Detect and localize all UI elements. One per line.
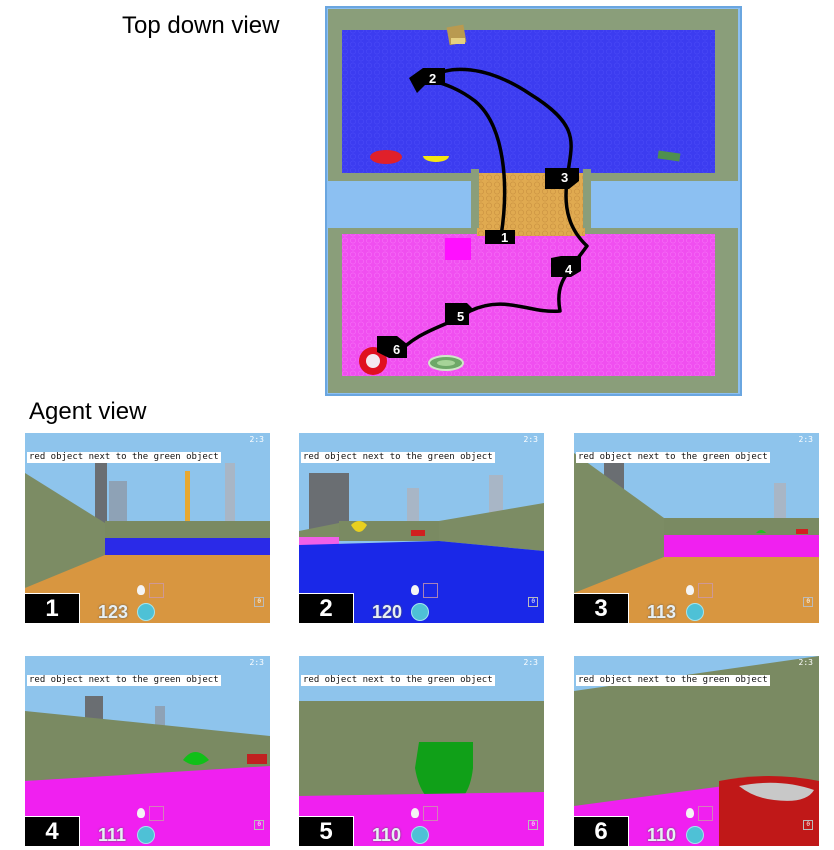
waypoint-6-label: 6	[393, 342, 400, 357]
top-down-map: 1 2 3 4 5 6	[325, 6, 742, 396]
scene-1	[25, 433, 270, 623]
top-down-view-title: Top down view	[122, 12, 280, 39]
score-orb-icon	[137, 603, 155, 621]
score-orb-icon	[686, 826, 704, 844]
waypoint-4-label: 4	[565, 262, 573, 277]
inventory-icon	[149, 806, 164, 821]
score: 110	[372, 825, 402, 845]
instruction-text: red object next to the green object	[301, 452, 495, 463]
reward-counter: 0	[803, 597, 813, 607]
inventory-icon	[423, 806, 438, 821]
waypoint-3-label: 3	[561, 170, 568, 185]
instruction-text: red object next to the green object	[301, 675, 495, 686]
scene-4	[25, 656, 270, 846]
agent-view-panel-3: red object next to the green object 2:3 …	[574, 433, 819, 623]
agent-view-panel-4: red object next to the green object 2:3 …	[25, 656, 270, 846]
waypoint-2: 2	[409, 68, 445, 93]
agent-view-panel-6: red object next to the green object 2:3 …	[574, 656, 819, 846]
score-orb-icon	[411, 603, 429, 621]
score: 110	[647, 825, 677, 845]
inventory-icon	[149, 583, 164, 598]
reward-counter: 0	[528, 820, 538, 830]
panel-number: 4	[25, 816, 80, 846]
reward-counter: 0	[254, 597, 264, 607]
agent-view-title: Agent view	[29, 398, 147, 425]
score: 113	[647, 602, 677, 622]
waypoint-3: 3	[545, 168, 579, 189]
panel-number: 2	[299, 593, 354, 623]
waypoint-4: 4	[551, 256, 581, 277]
agent-view-panel-1: red object next to the green object 2:3 …	[25, 433, 270, 623]
timer: 2:3	[523, 658, 538, 667]
agent-view-panel-2: red object next to the green object 2:3 …	[299, 433, 544, 623]
instruction-text: red object next to the green object	[27, 452, 221, 463]
waypoint-markers: 1 2 3 4 5 6	[377, 68, 581, 358]
yellow-half-object	[423, 156, 449, 162]
panel-number: 1	[25, 593, 80, 623]
score-orb-icon	[686, 603, 704, 621]
inventory-icon	[698, 806, 713, 821]
waypoint-5-label: 5	[457, 309, 464, 324]
green-plate-object	[657, 150, 681, 162]
magenta-block-object	[445, 238, 471, 260]
reward-counter: 0	[528, 597, 538, 607]
score: 123	[98, 602, 129, 622]
instruction-text: red object next to the green object	[576, 675, 770, 686]
waypoint-5: 5	[445, 303, 475, 325]
waypoint-1-label: 1	[501, 230, 508, 245]
timer: 2:3	[798, 435, 813, 444]
waypoint-1: 1	[485, 230, 515, 245]
hand-icon	[137, 585, 145, 595]
agent-view-panel-5: red object next to the green object 2:3 …	[299, 656, 544, 846]
scene-3	[574, 433, 819, 623]
hand-icon	[686, 808, 694, 818]
scene-2	[299, 433, 544, 623]
hand-icon	[137, 808, 145, 818]
score: 111	[98, 825, 127, 845]
scene-6	[574, 656, 819, 846]
reward-counter: 0	[803, 820, 813, 830]
blue-room-floor	[342, 30, 715, 173]
timer: 2:3	[249, 658, 264, 667]
reward-counter: 0	[254, 820, 264, 830]
inventory-icon	[423, 583, 438, 598]
waypoint-6: 6	[377, 336, 407, 358]
timer: 2:3	[523, 435, 538, 444]
score-orb-icon	[411, 826, 429, 844]
hand-icon	[686, 585, 694, 595]
panel-number: 3	[574, 593, 629, 623]
score-orb-icon	[137, 826, 155, 844]
panel-number: 5	[299, 816, 354, 846]
inventory-icon	[698, 583, 713, 598]
hand-icon	[411, 808, 419, 818]
timer: 2:3	[249, 435, 264, 444]
instruction-text: red object next to the green object	[27, 675, 221, 686]
waypoint-2-label: 2	[429, 71, 436, 86]
hand-icon	[411, 585, 419, 595]
score: 120	[372, 602, 403, 622]
scene-5	[299, 656, 544, 846]
instruction-text: red object next to the green object	[576, 452, 770, 463]
red-disc-object	[370, 150, 402, 164]
timer: 2:3	[798, 658, 813, 667]
agent-path	[393, 67, 589, 358]
panel-number: 6	[574, 816, 629, 846]
